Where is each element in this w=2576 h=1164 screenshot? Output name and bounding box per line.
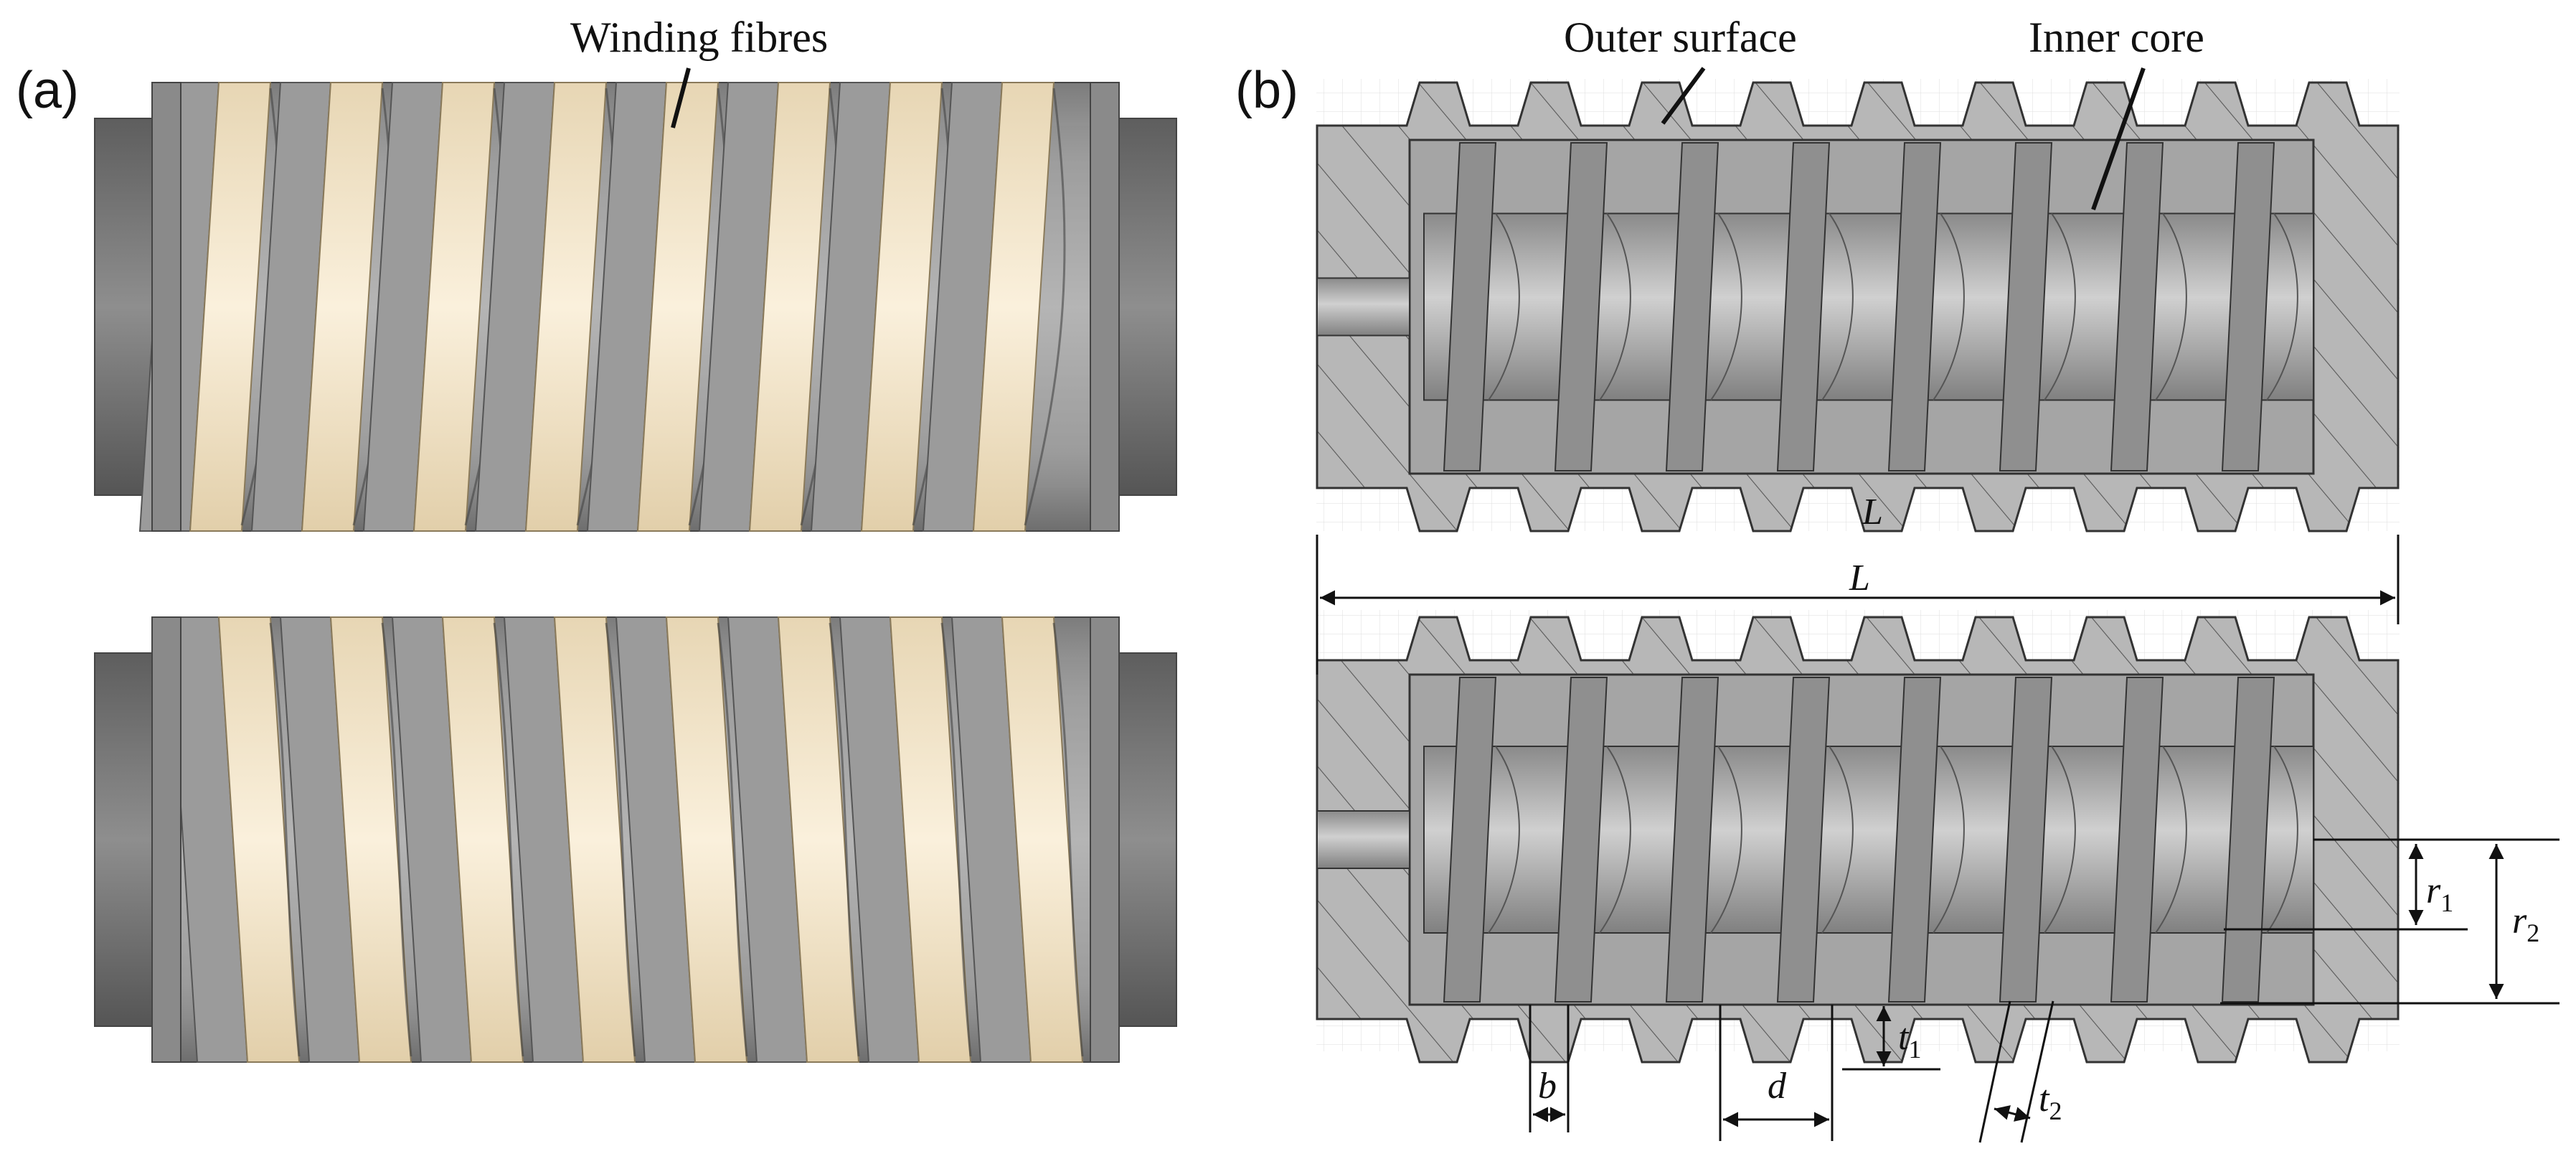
core-helix-line xyxy=(2155,212,2187,401)
dimension-r2-label: r2 xyxy=(2512,901,2539,947)
helical-flange xyxy=(2221,677,2275,1003)
winding-fibre-band xyxy=(301,82,384,532)
helical-flange xyxy=(2221,142,2275,471)
end-shaft-right xyxy=(1118,118,1177,496)
end-shaft-left xyxy=(94,652,153,1027)
core-helix-line xyxy=(1710,746,1742,934)
winding-fibre-band xyxy=(412,82,496,532)
thread-groove xyxy=(493,622,524,1057)
dimension-t1-label: t1 xyxy=(1898,1017,1921,1064)
winding-fibre-band xyxy=(329,616,412,1063)
dimension-b-label: b xyxy=(1538,1066,1557,1107)
winding-fibre-band xyxy=(553,616,636,1063)
helical-flange xyxy=(1999,677,2053,1003)
dimension-b: b xyxy=(1529,1005,1570,1132)
end-cap-right xyxy=(1090,616,1120,1063)
panel-a: (a) Winding fibres xyxy=(16,14,1177,1063)
core-helix-line xyxy=(2044,212,2076,401)
dimension-r1-label: r1 xyxy=(2426,870,2453,917)
dimension-t2: t2 xyxy=(1978,1000,2062,1143)
outer-surface-leader xyxy=(1661,67,1706,125)
outer-surface-label: Outer surface xyxy=(1564,14,1797,61)
helical-flange xyxy=(2110,142,2164,471)
screw-model-bottom xyxy=(94,616,1177,1063)
dimension-t2-label: t2 xyxy=(2039,1079,2062,1125)
winding-fibre-band xyxy=(665,616,748,1063)
shaft-bore xyxy=(1316,810,1410,869)
core-helix-line xyxy=(1933,212,1965,401)
helical-flange xyxy=(1887,142,1942,471)
winding-fibre-band xyxy=(860,82,943,532)
panel-b-label: (b) xyxy=(1235,62,1298,119)
dimension-L: L xyxy=(1316,535,2400,675)
dimension-d-label: d xyxy=(1768,1066,1787,1107)
core-helix-line xyxy=(2266,212,2298,401)
core-helix-line xyxy=(1599,746,1631,934)
helical-flange xyxy=(1999,142,2053,471)
winding-fibres-leader xyxy=(671,67,691,128)
core-helix-line xyxy=(1933,746,1965,934)
helical-flange xyxy=(1554,142,1608,471)
winding-fibre-band xyxy=(524,82,608,532)
core-helix-line xyxy=(2266,746,2298,934)
core-helix-line xyxy=(1488,212,1520,401)
core-helix-line xyxy=(1599,212,1631,401)
panel-a-label: (a) xyxy=(16,62,79,119)
cross-section-bottom xyxy=(1316,616,2400,1064)
thread-groove xyxy=(1052,622,1084,1057)
end-cap-left xyxy=(151,82,181,532)
core-helix-line xyxy=(1821,746,1854,934)
winding-fibres-label: Winding fibres xyxy=(570,14,828,61)
winding-fibre-band xyxy=(1001,616,1084,1063)
dimension-t1: t1 xyxy=(1842,1006,1940,1071)
core-helix-line xyxy=(1488,746,1520,934)
dimension-L-label: L xyxy=(1849,558,1870,599)
helical-flange xyxy=(1665,142,1719,471)
ghost-length-label: L xyxy=(1862,492,1883,532)
winding-fibre-band xyxy=(777,616,860,1063)
core-helix-line xyxy=(1710,212,1742,401)
thread-groove xyxy=(381,622,412,1057)
end-cap-left xyxy=(151,616,181,1063)
winding-fibre-band xyxy=(972,82,1055,532)
helical-flange xyxy=(1554,677,1608,1003)
screw-model-top xyxy=(94,82,1177,532)
cross-section-top xyxy=(1316,81,2400,532)
inner-core xyxy=(1423,746,2314,934)
helical-flange xyxy=(2110,677,2164,1003)
thread-groove xyxy=(605,622,636,1057)
dimension-d: d xyxy=(1719,1005,1834,1141)
thread-groove xyxy=(829,622,860,1057)
thread-groove xyxy=(1024,88,1066,526)
winding-fibre-band xyxy=(217,616,301,1063)
winding-fibre-band xyxy=(748,82,831,532)
core-helix-line xyxy=(2044,746,2076,934)
panel-b: (b) Outer surface Inner core L L r1 r2 xyxy=(1235,14,2560,1143)
inner-core-label: Inner core xyxy=(2029,14,2204,61)
helical-flange xyxy=(1443,677,1497,1003)
winding-fibre-band xyxy=(189,82,272,532)
helical-flange xyxy=(1443,142,1497,471)
helical-flange xyxy=(1665,677,1719,1003)
winding-fibre-band xyxy=(889,616,972,1063)
core-helix-line xyxy=(1821,212,1854,401)
winding-fibre-band xyxy=(636,82,720,532)
inner-core xyxy=(1423,212,2314,401)
shaft-bore xyxy=(1316,277,1410,337)
core-helix-line xyxy=(2155,746,2187,934)
thread-groove xyxy=(717,622,748,1057)
end-cap-right xyxy=(1090,82,1120,532)
thread-groove xyxy=(940,622,972,1057)
dimension-r: r1 r2 xyxy=(2220,838,2560,1005)
helical-flange xyxy=(1887,677,1942,1003)
inner-core-leader xyxy=(2091,67,2146,211)
winding-fibre-band xyxy=(441,616,524,1063)
helical-flange xyxy=(1776,677,1831,1003)
thread-groove xyxy=(269,622,301,1057)
end-shaft-left xyxy=(94,118,153,496)
helical-flange xyxy=(1776,142,1831,471)
end-shaft-right xyxy=(1118,652,1177,1027)
